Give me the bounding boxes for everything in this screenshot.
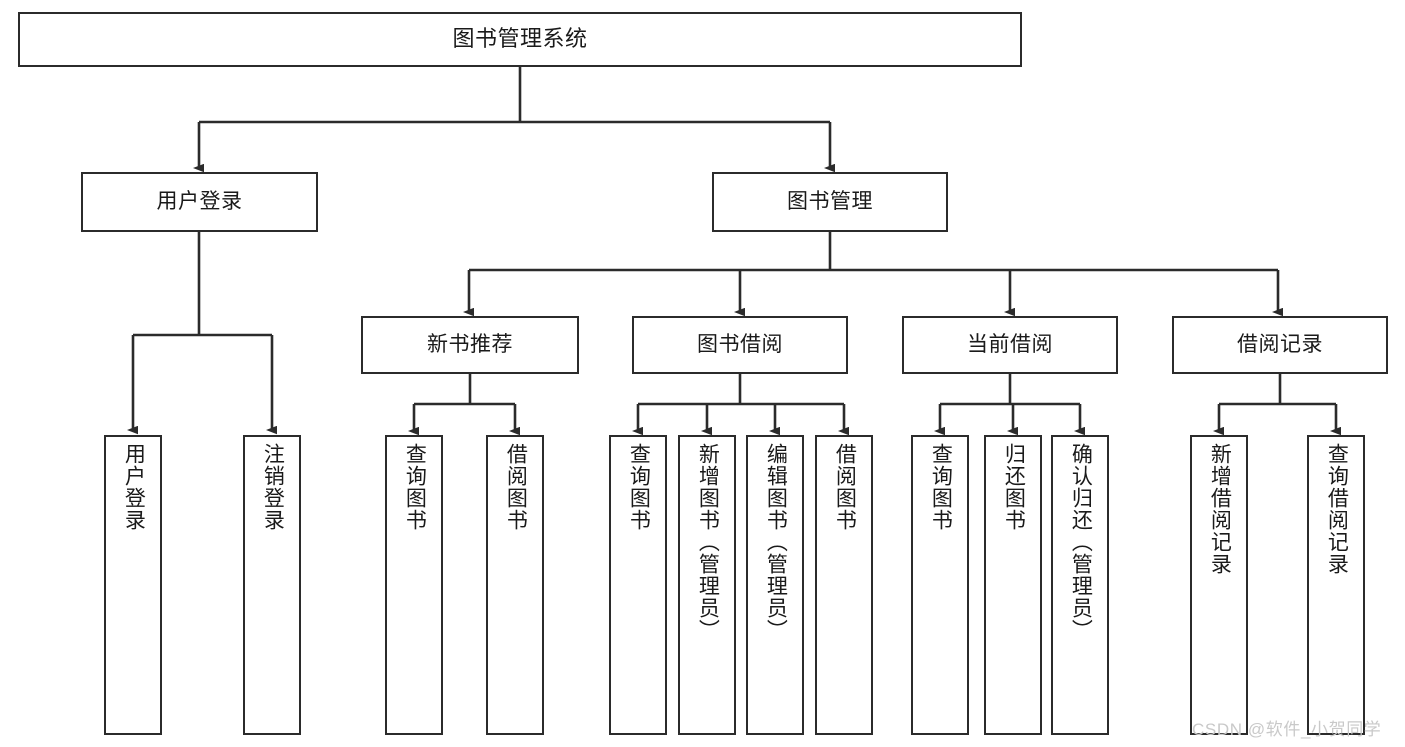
- node-label: 查询借阅记录: [1325, 443, 1349, 575]
- node-label: 查询图书: [627, 443, 651, 531]
- node-label: 注销登录: [261, 443, 285, 531]
- node-leaf-6: 编辑图书（管理员）: [746, 435, 804, 735]
- node-label: 借阅图书: [504, 443, 528, 531]
- node-leaf-0: 用户登录: [104, 435, 162, 735]
- node-label: 确认归还（管理员）: [1069, 443, 1093, 641]
- node-label: 用户登录: [156, 190, 243, 214]
- node-level1-0: 用户登录: [81, 172, 318, 232]
- node-leaf-5: 新增图书（管理员）: [678, 435, 736, 735]
- node-level2-0: 新书推荐: [361, 316, 579, 374]
- node-leaf-7: 借阅图书: [815, 435, 873, 735]
- node-label: 新增借阅记录: [1208, 443, 1232, 575]
- node-label: 编辑图书（管理员）: [764, 443, 788, 641]
- node-level2-2: 当前借阅: [902, 316, 1118, 374]
- node-label: 图书借阅: [697, 333, 783, 357]
- node-leaf-9: 归还图书: [984, 435, 1042, 735]
- node-level2-1: 图书借阅: [632, 316, 848, 374]
- node-leaf-10: 确认归还（管理员）: [1051, 435, 1109, 735]
- node-leaf-11: 新增借阅记录: [1190, 435, 1248, 735]
- node-level1-1: 图书管理: [712, 172, 948, 232]
- node-label: 归还图书: [1002, 443, 1026, 531]
- node-label: 借阅图书: [833, 443, 857, 531]
- node-label: 图书管理系统: [452, 26, 588, 52]
- node-leaf-3: 借阅图书: [486, 435, 544, 735]
- edge-paths: [127, 67, 1341, 436]
- node-label: 图书管理: [787, 190, 873, 214]
- node-label: 新书推荐: [427, 333, 513, 357]
- node-leaf-8: 查询图书: [911, 435, 969, 735]
- csdn-watermark: CSDN @软件_小贺同学: [1192, 720, 1382, 739]
- node-label: 用户登录: [122, 443, 146, 531]
- node-leaf-4: 查询图书: [609, 435, 667, 735]
- node-label: 借阅记录: [1237, 333, 1323, 357]
- node-level2-3: 借阅记录: [1172, 316, 1388, 374]
- node-label: 新增图书（管理员）: [696, 443, 720, 641]
- node-leaf-2: 查询图书: [385, 435, 443, 735]
- node-label: 当前借阅: [967, 333, 1053, 357]
- node-label: 查询图书: [403, 443, 427, 531]
- node-label: 查询图书: [929, 443, 953, 531]
- node-leaf-12: 查询借阅记录: [1307, 435, 1365, 735]
- node-leaf-1: 注销登录: [243, 435, 301, 735]
- node-root: 图书管理系统: [18, 12, 1022, 67]
